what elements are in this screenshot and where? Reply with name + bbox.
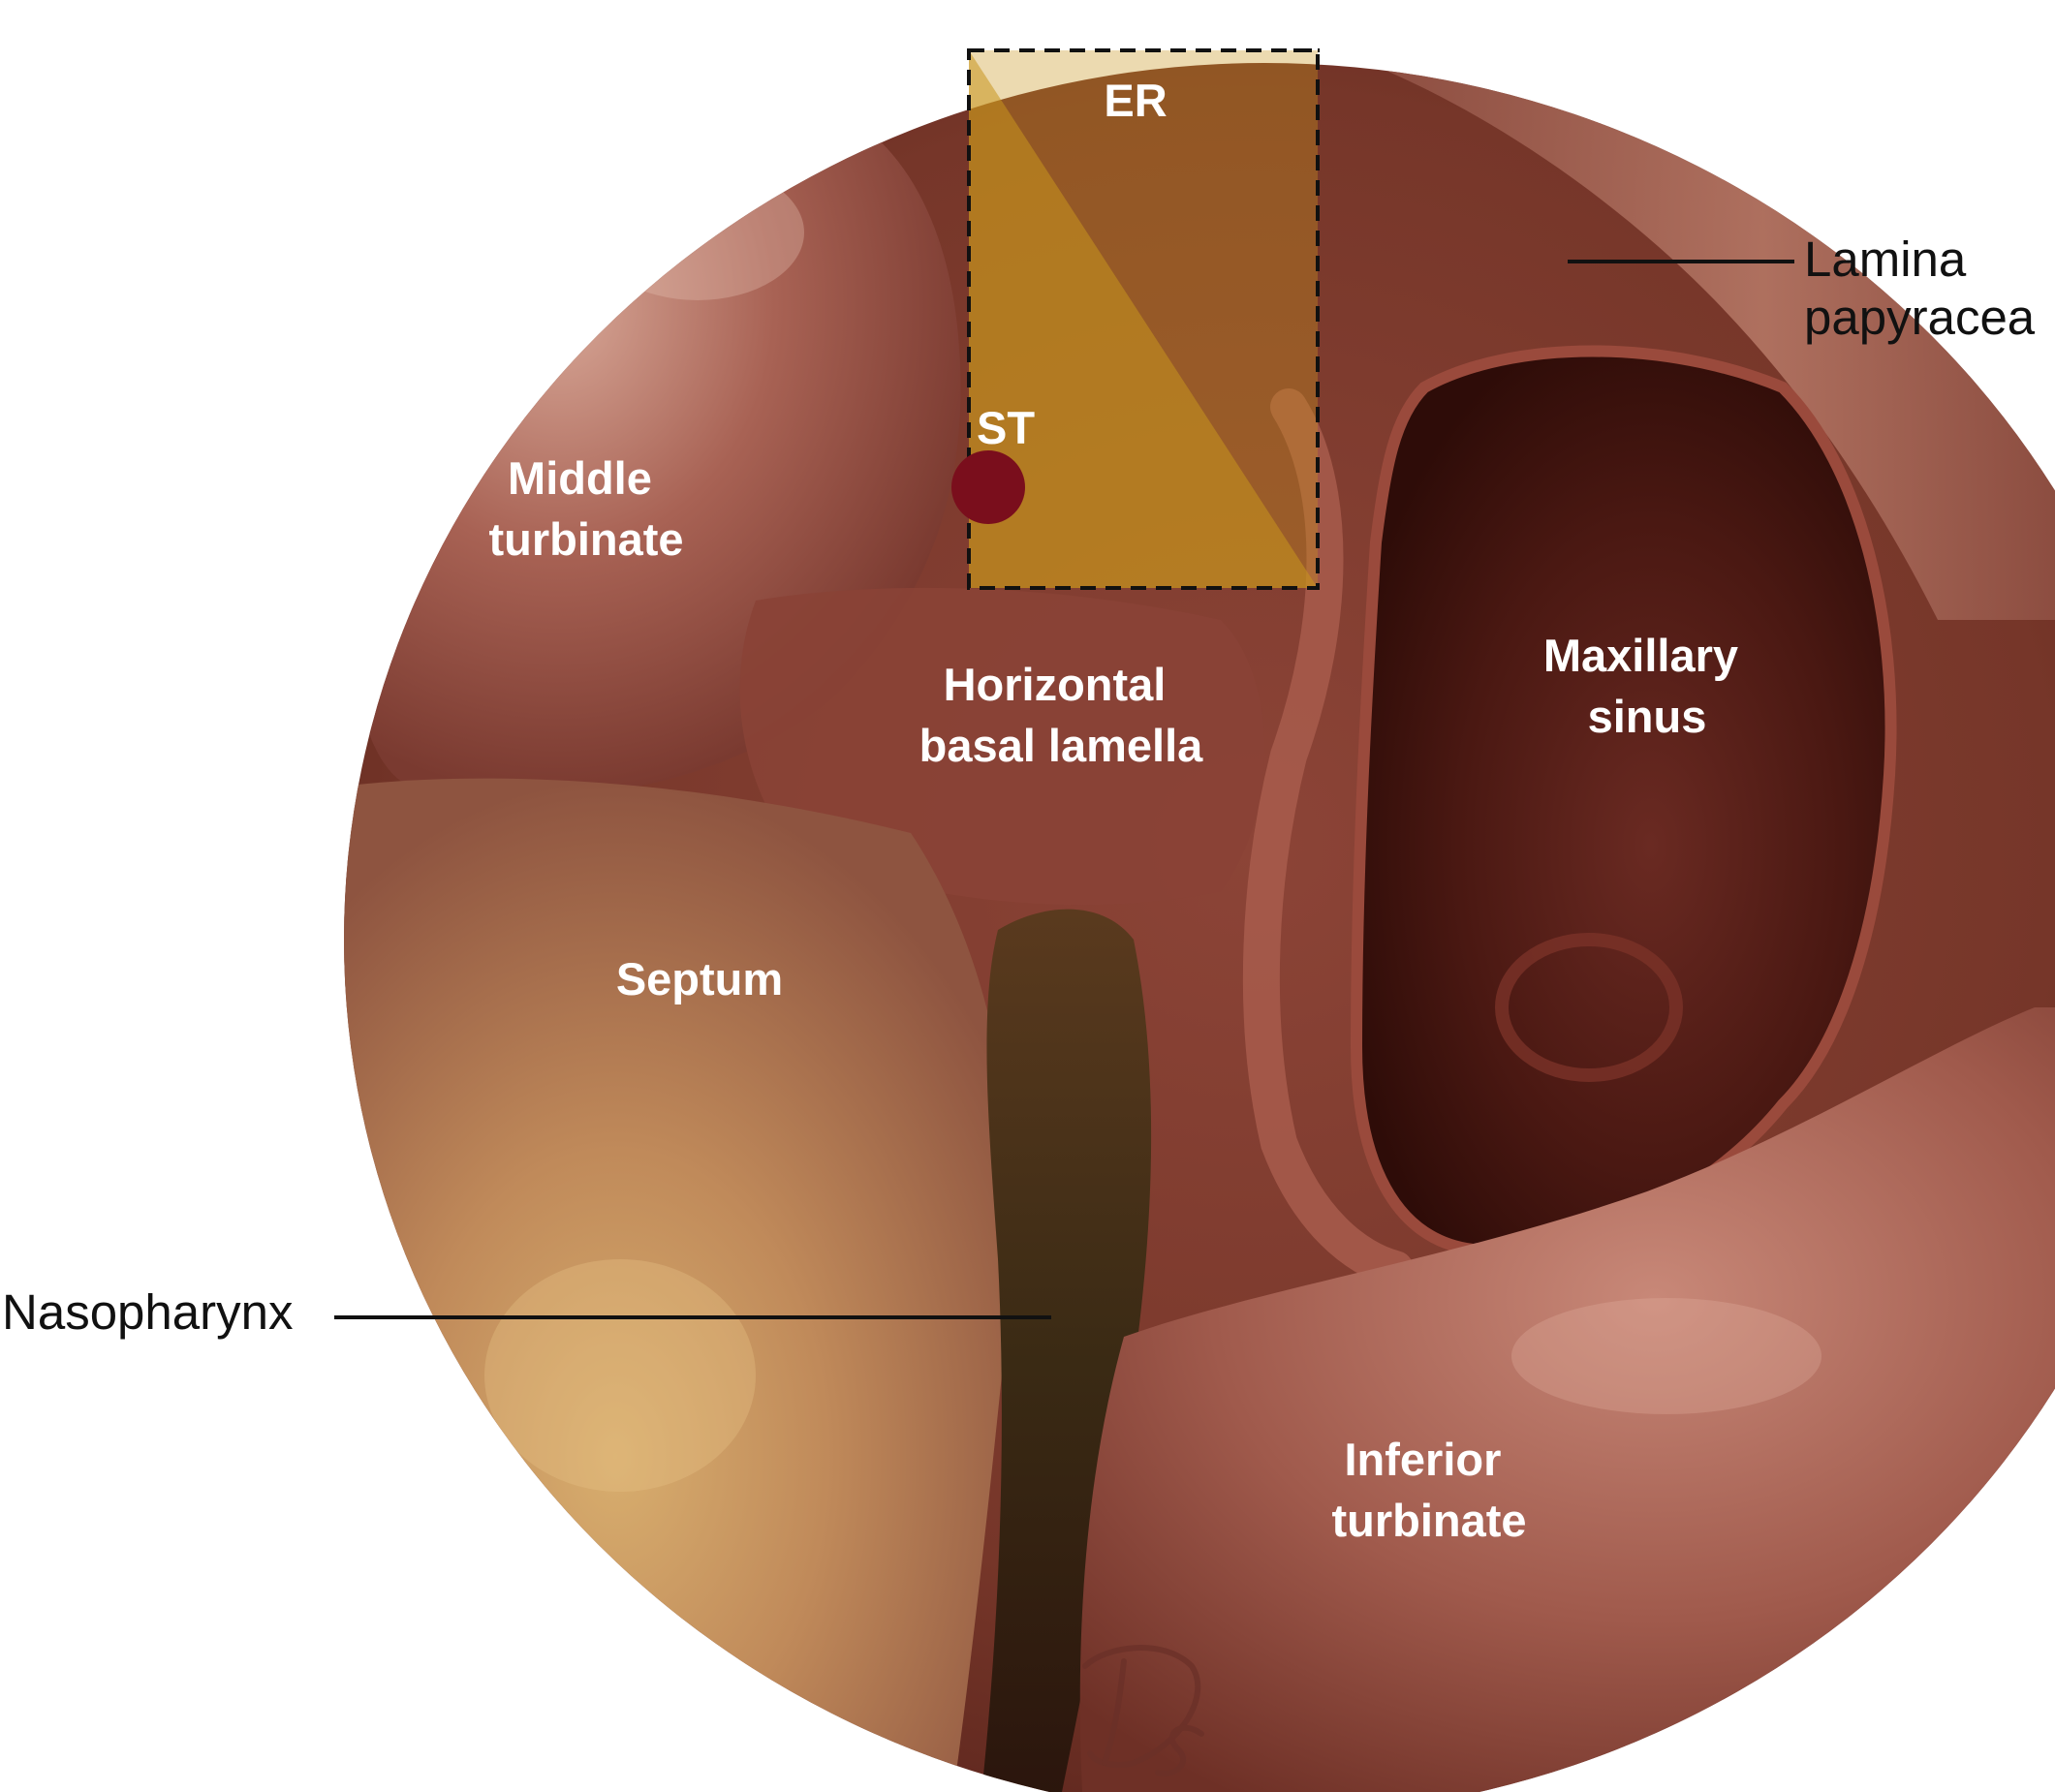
basal-lamella-label-line2: basal lamella bbox=[919, 720, 1203, 771]
maxillary-sinus-label-line1: Maxillary bbox=[1543, 630, 1738, 681]
basal-lamella-label-line1: Horizontal bbox=[944, 659, 1167, 710]
lamina-papyracea-label-line1: Lamina bbox=[1804, 232, 1967, 287]
maxillary-sinus-label: Maxillary sinus bbox=[1543, 630, 1751, 742]
middle-turbinate-label-line1: Middle bbox=[508, 452, 652, 504]
mt-highlight bbox=[591, 165, 804, 300]
septum-highlight bbox=[484, 1259, 756, 1492]
it-highlight bbox=[1511, 1298, 1821, 1414]
lamina-papyracea-label-line2: papyracea bbox=[1804, 290, 2036, 345]
middle-turbinate-label: Middle turbinate bbox=[488, 452, 683, 565]
st-label: ST bbox=[977, 402, 1035, 453]
lamina-papyracea-label: Lamina papyracea bbox=[1804, 232, 2036, 345]
inferior-turbinate-label-line1: Inferior bbox=[1345, 1434, 1502, 1485]
st-marker bbox=[951, 450, 1025, 524]
er-label: ER bbox=[1104, 75, 1167, 126]
middle-turbinate-label-line2: turbinate bbox=[488, 513, 683, 565]
sinus-inner-swirl bbox=[1495, 933, 1683, 1082]
artist-signature bbox=[1082, 1645, 1204, 1777]
er-highlight-region bbox=[967, 48, 1320, 590]
uncinate-ridge bbox=[1242, 388, 1414, 1287]
inferior-turbinate-label-line2: turbinate bbox=[1331, 1495, 1526, 1546]
inferior-turbinate-label: Inferior turbinate bbox=[1331, 1434, 1526, 1546]
septum-label: Septum bbox=[616, 953, 783, 1004]
horizontal-basal-lamella-label: Horizontal basal lamella bbox=[919, 659, 1203, 771]
nasopharynx-region bbox=[979, 909, 1152, 1792]
nasopharynx-label: Nasopharynx bbox=[2, 1284, 294, 1340]
maxillary-sinus-label-line2: sinus bbox=[1588, 691, 1707, 742]
